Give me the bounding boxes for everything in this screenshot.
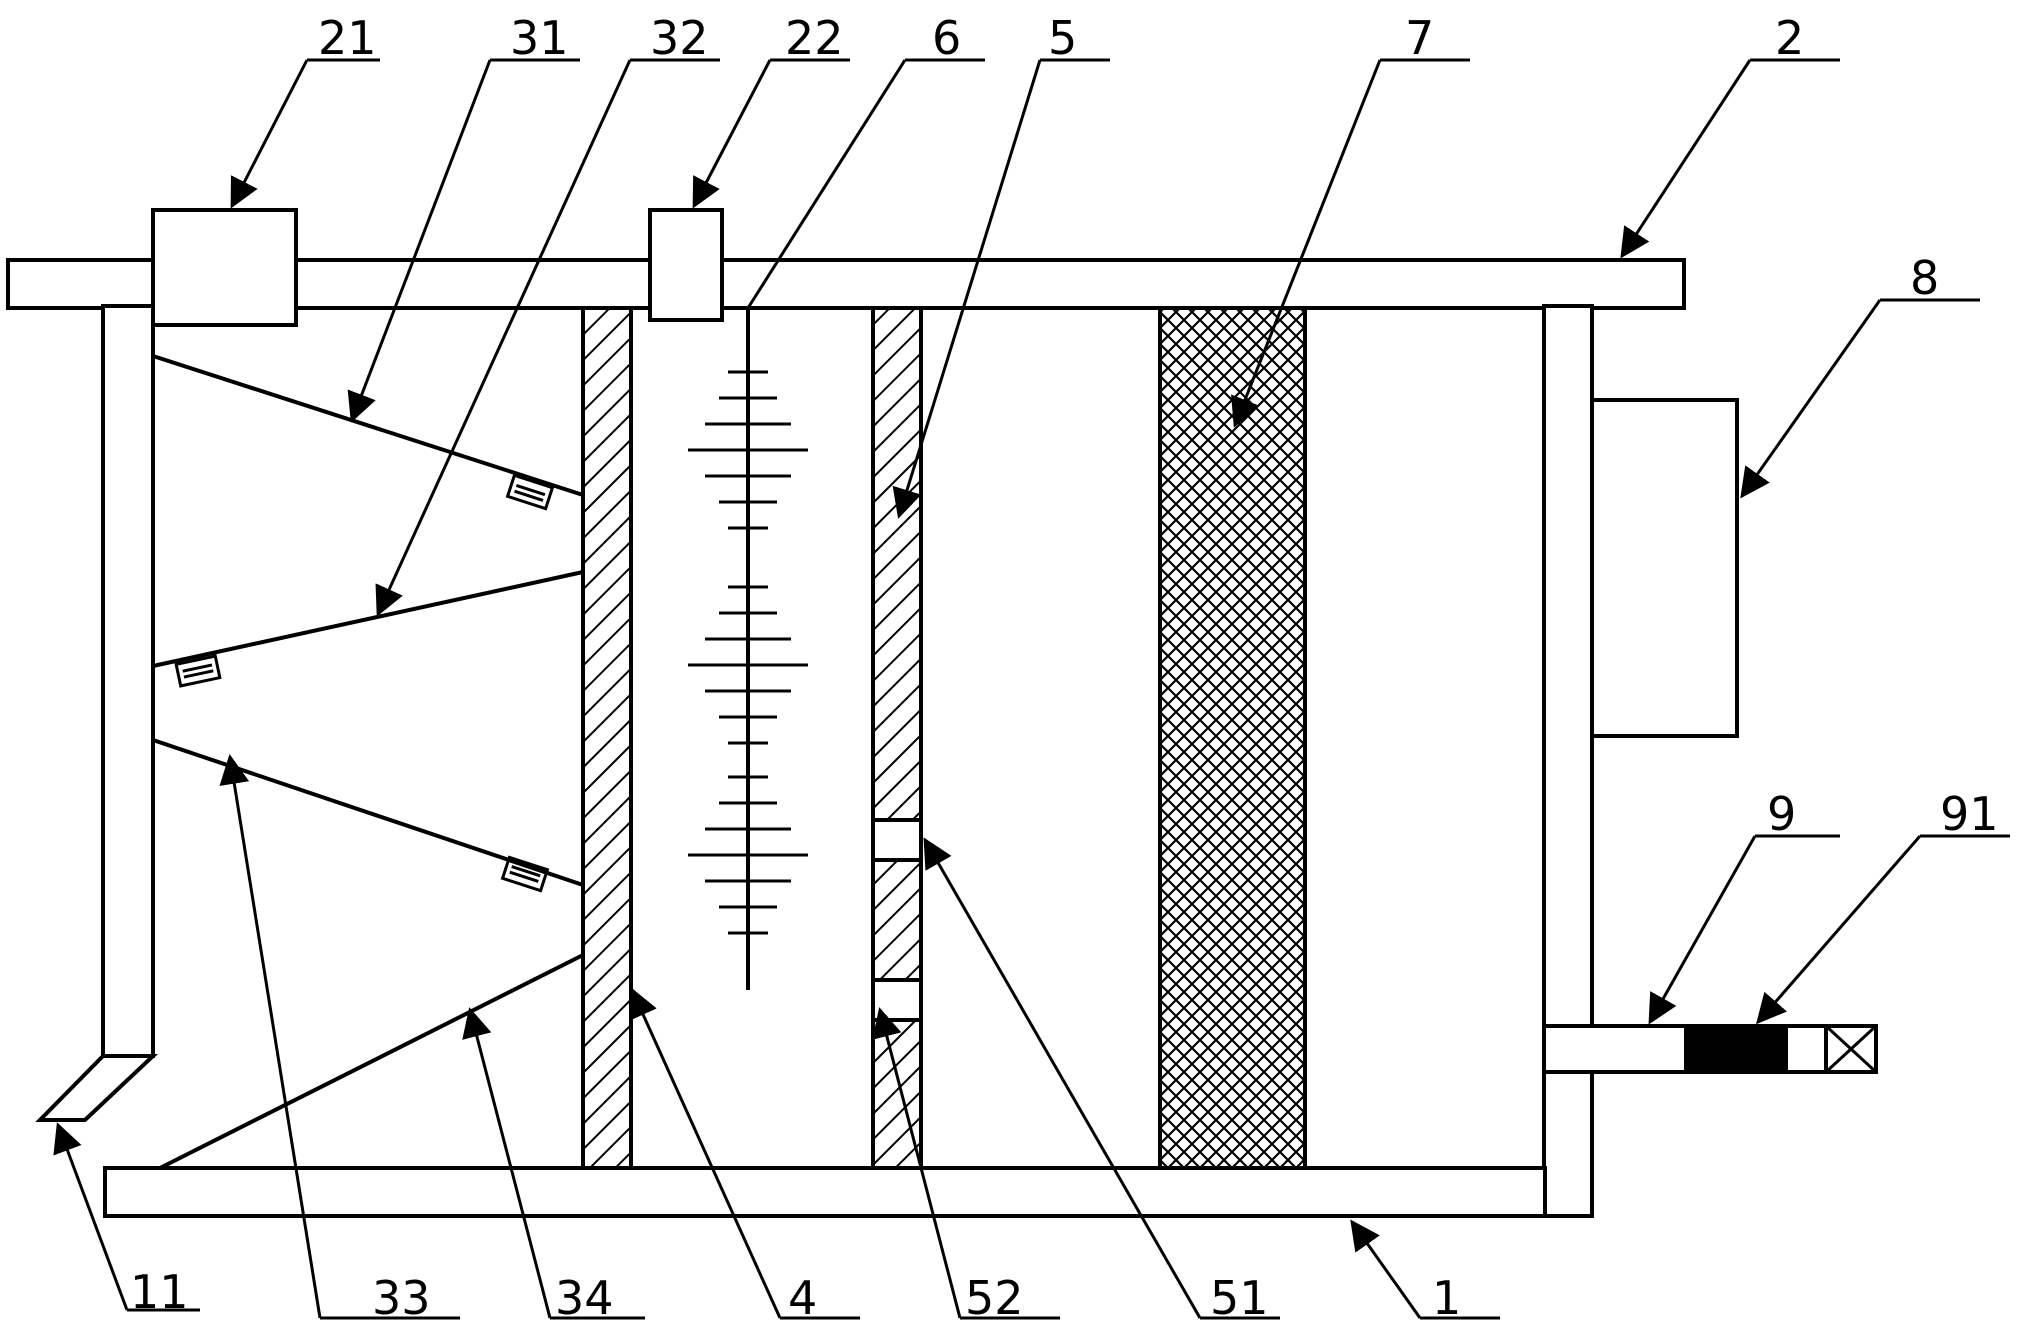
partition-5 bbox=[871, 306, 923, 1170]
inclined-plate-31 bbox=[152, 354, 584, 497]
label-1: 1 bbox=[1432, 1271, 1461, 1325]
leader-91 bbox=[1756, 834, 2010, 1025]
box-21 bbox=[151, 208, 298, 327]
partition-4 bbox=[581, 306, 633, 1170]
bottom-base bbox=[103, 1166, 1547, 1218]
window-51 bbox=[871, 818, 923, 862]
label-51: 51 bbox=[1210, 1271, 1269, 1325]
inlet-spout-11 bbox=[35, 1054, 159, 1122]
leader-31 bbox=[347, 58, 580, 423]
outlet-pipe-9 bbox=[1542, 1024, 1688, 1074]
box-22 bbox=[648, 208, 724, 322]
leader-22 bbox=[692, 58, 850, 209]
label-9: 9 bbox=[1767, 787, 1796, 841]
label-4: 4 bbox=[788, 1271, 817, 1325]
box-8 bbox=[1590, 398, 1739, 738]
leader-6 bbox=[746, 58, 985, 309]
label-7: 7 bbox=[1405, 11, 1434, 65]
leader-21 bbox=[230, 58, 380, 209]
label-33: 33 bbox=[372, 1271, 431, 1325]
label-32: 32 bbox=[650, 11, 709, 65]
leader-11 bbox=[53, 1122, 200, 1312]
leader-5 bbox=[892, 58, 1110, 519]
label-21: 21 bbox=[318, 11, 377, 65]
leader-9 bbox=[1648, 834, 1840, 1025]
leader-7 bbox=[1231, 58, 1470, 428]
label-6: 6 bbox=[932, 11, 961, 65]
leader-33 bbox=[219, 754, 460, 1320]
label-8: 8 bbox=[1910, 251, 1939, 305]
nozzle-31 bbox=[505, 473, 555, 511]
leader-1 bbox=[1350, 1219, 1500, 1320]
leader-51 bbox=[923, 837, 1280, 1320]
label-31: 31 bbox=[510, 11, 569, 65]
label-22: 22 bbox=[785, 11, 844, 65]
label-34: 34 bbox=[555, 1271, 614, 1325]
label-11: 11 bbox=[130, 1265, 189, 1319]
leader-4 bbox=[629, 987, 860, 1320]
left-inlet-pipe bbox=[101, 304, 155, 1058]
inclined-plate-32 bbox=[152, 570, 584, 668]
label-91: 91 bbox=[1940, 787, 1999, 841]
leader-8 bbox=[1740, 298, 1980, 499]
inclined-plate-34 bbox=[159, 953, 584, 1170]
nozzle-32 bbox=[174, 654, 222, 688]
outlet-cap bbox=[1824, 1024, 1878, 1074]
label-5: 5 bbox=[1048, 11, 1077, 65]
valve-91 bbox=[1684, 1024, 1788, 1074]
leader-2 bbox=[1620, 58, 1840, 259]
filter-7 bbox=[1158, 306, 1307, 1170]
right-wall bbox=[1542, 304, 1594, 1218]
nozzle-33 bbox=[500, 855, 550, 893]
leader-34 bbox=[462, 1007, 645, 1320]
label-2: 2 bbox=[1775, 11, 1804, 65]
outlet-segment bbox=[1784, 1024, 1828, 1074]
label-52: 52 bbox=[965, 1271, 1024, 1325]
leader-32 bbox=[375, 58, 720, 617]
inclined-plate-33 bbox=[152, 738, 584, 887]
leader-52 bbox=[872, 1007, 1060, 1320]
electrode-6 bbox=[688, 308, 808, 990]
